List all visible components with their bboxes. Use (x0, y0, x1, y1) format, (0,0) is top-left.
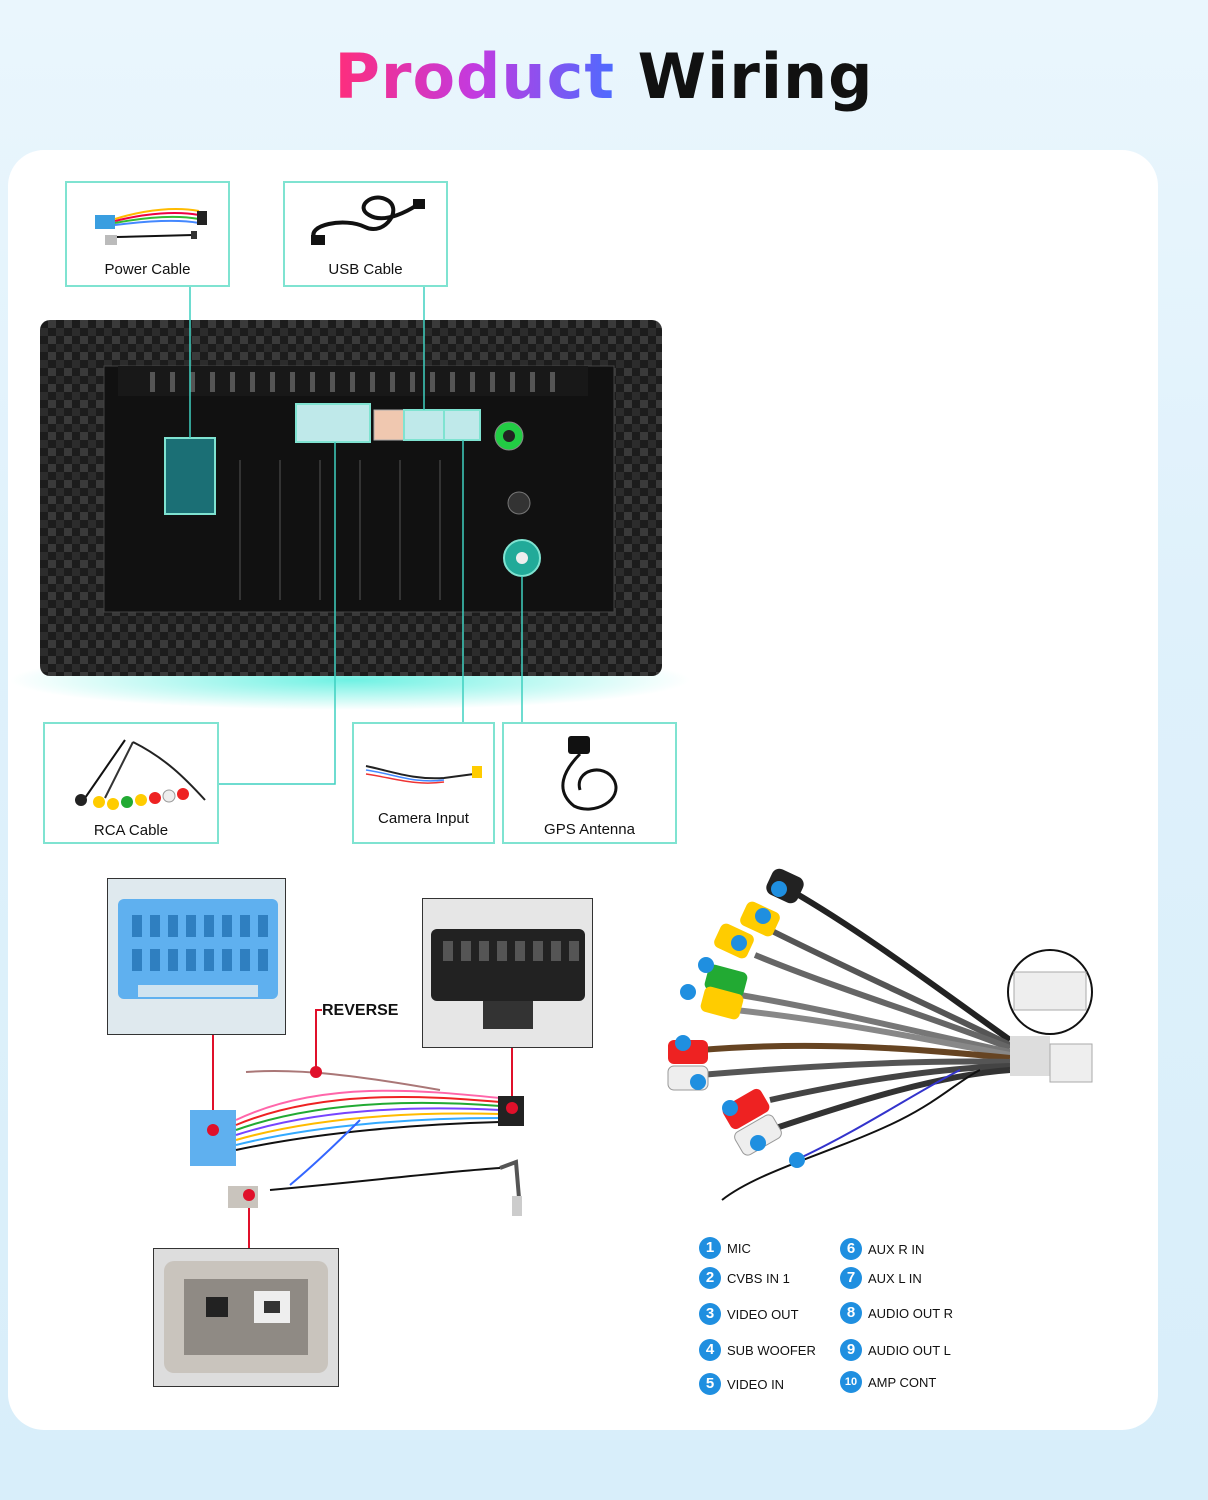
usb-cable-label: USB Cable (328, 261, 403, 278)
legend-label: VIDEO IN (727, 1376, 785, 1392)
legend-label: AUDIO OUT L (868, 1342, 951, 1358)
legend-item: 4 SUB WOOFER (699, 1339, 816, 1361)
camera-input-label: Camera Input (378, 810, 469, 827)
gps-antenna-icon (561, 736, 618, 811)
black-connector-icon (431, 929, 585, 1029)
rca-cable-icon (75, 739, 206, 810)
blue-connector-icon (118, 899, 278, 999)
legend-number: 7 (840, 1267, 862, 1289)
legend-number: 10 (840, 1371, 862, 1393)
camera-input-icon (365, 765, 482, 784)
legend-number: 5 (699, 1373, 721, 1395)
legend-label: SUB WOOFER (727, 1342, 816, 1358)
legend-number: 4 (699, 1339, 721, 1361)
legend-item: 5 VIDEO IN (699, 1373, 784, 1395)
legend-item: 8 AUDIO OUT R (840, 1302, 953, 1324)
title-part1: Product (334, 40, 615, 113)
gps-antenna-label: GPS Antenna (544, 821, 635, 838)
blue-connector-photo (107, 878, 286, 1035)
legend-label: MIC (727, 1240, 751, 1256)
title-part2: Wiring (637, 40, 874, 113)
rca-cable-box: RCA Cable (43, 722, 219, 844)
legend-number: 6 (840, 1238, 862, 1260)
gps-antenna-box: GPS Antenna (502, 722, 677, 844)
legend-item: 6 AUX R IN (840, 1238, 924, 1260)
legend-label: AUX R IN (868, 1241, 925, 1257)
legend-item: 3 VIDEO OUT (699, 1303, 799, 1325)
black-connector-photo (422, 898, 593, 1048)
usb-cable-box: USB Cable (283, 181, 448, 287)
power-cable-label: Power Cable (104, 261, 191, 278)
legend-number: 8 (840, 1302, 862, 1324)
legend-number: 3 (699, 1303, 721, 1325)
power-cable-box: Power Cable (65, 181, 230, 287)
antenna-adapter-photo (153, 1248, 339, 1387)
reverse-label: REVERSE (322, 1002, 399, 1019)
rca-cable-label: RCA Cable (93, 822, 169, 839)
legend-item: 10 AMP CONT (840, 1371, 936, 1393)
legend-label: AMP CONT (868, 1374, 937, 1390)
page-title: Product Wiring (0, 40, 1208, 113)
legend-number: 9 (840, 1339, 862, 1361)
power-cable-icon (95, 208, 207, 245)
legend-label: AUDIO OUT R (868, 1305, 953, 1321)
legend-label: VIDEO OUT (727, 1306, 799, 1322)
legend-item: 7 AUX L IN (840, 1267, 922, 1289)
legend-item: 2 CVBS IN 1 (699, 1267, 790, 1289)
legend-number: 2 (699, 1267, 721, 1289)
camera-input-box: Camera Input (352, 722, 495, 844)
usb-cable-icon (311, 195, 425, 245)
legend-number: 1 (699, 1237, 721, 1259)
antenna-adapter-icon (164, 1261, 328, 1373)
legend-label: AUX L IN (868, 1270, 922, 1286)
legend-item: 9 AUDIO OUT L (840, 1339, 951, 1361)
legend-label: CVBS IN 1 (727, 1270, 790, 1286)
legend-item: 1 MIC (699, 1237, 751, 1259)
